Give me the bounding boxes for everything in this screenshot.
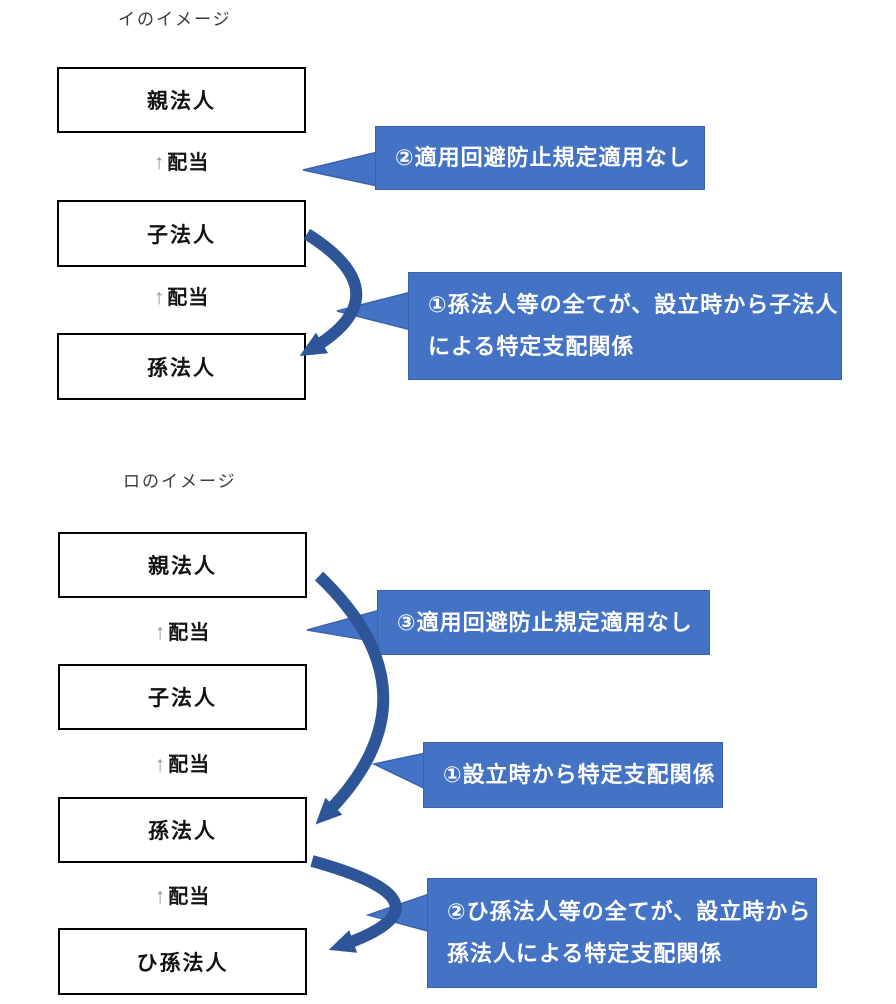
callout-tail: [371, 751, 431, 793]
dividend-label: ↑配当: [58, 880, 307, 909]
up-arrow-icon: ↑: [154, 885, 167, 908]
box-label: 親法人: [148, 555, 217, 578]
box-label: 親法人: [147, 90, 216, 113]
callout-tail: [365, 890, 436, 934]
box-grandchild-corp: 孫法人: [57, 333, 306, 400]
dividend-label: ↑配当: [58, 748, 307, 777]
dividend-label: ↑配当: [58, 616, 307, 645]
callout-control-since-founding: ①設立時から特定支配関係: [423, 742, 723, 808]
curved-arrow-parent-to-grandchild: [314, 571, 390, 825]
box-label: 孫法人: [147, 356, 216, 380]
callout-no-avoidance-rule: ③適用回避防止規定適用なし: [377, 590, 710, 655]
callout-text: ①設立時から特定支配関係: [443, 762, 716, 787]
callout-no-avoidance-rule: ②適用回避防止規定適用なし: [375, 126, 705, 190]
dividend-label: ↑配当: [57, 281, 306, 310]
box-child-corp: 子法人: [57, 200, 306, 267]
callout-tail: [336, 290, 416, 332]
box-label: 子法人: [147, 223, 216, 247]
box-label: 孫法人: [148, 820, 217, 843]
dividend-text: 配当: [167, 152, 210, 174]
callout-text: ③適用回避防止規定適用なし: [397, 609, 693, 635]
up-arrow-icon: ↑: [154, 753, 167, 776]
callout-text-line2: 孫法人による特定支配関係: [447, 941, 723, 966]
callout-text-line1: ②ひ孫法人等の全てが、設立時から: [447, 899, 812, 924]
dividend-text: 配当: [168, 886, 211, 908]
dividend-text: 配当: [168, 754, 211, 776]
dividend-text: 配当: [168, 622, 211, 644]
curved-arrow-grandchild-to-greatgrandchild: [310, 855, 402, 953]
callout-text-line1: ①孫法人等の全てが、設立時から子法人: [428, 292, 839, 317]
callout-grandchild-control: ①孫法人等の全てが、設立時から子法人 による特定支配関係: [408, 272, 842, 380]
callout-text: ②適用回避防止規定適用なし: [395, 145, 691, 170]
diagram1-title: イのイメージ: [118, 10, 232, 29]
box-parent-corp: 親法人: [57, 67, 306, 133]
dividend-text: 配当: [167, 287, 210, 309]
box-label: 子法人: [148, 687, 217, 710]
box-parent-corp: 親法人: [58, 532, 307, 598]
box-grandchild-corp: 孫法人: [58, 797, 307, 863]
box-label: ひ孫法人: [136, 951, 229, 975]
callout-tail: [306, 608, 385, 644]
callout-great-grandchild-control: ②ひ孫法人等の全てが、設立時から 孫法人による特定支配関係: [427, 878, 817, 988]
box-child-corp: 子法人: [58, 664, 307, 730]
dividend-label: ↑配当: [57, 146, 306, 175]
callout-text-line2: による特定支配関係: [428, 334, 635, 359]
diagram2-title: ロのイメージ: [123, 472, 237, 491]
callout-tail: [302, 150, 383, 188]
up-arrow-icon: ↑: [154, 621, 167, 644]
curved-arrow-child-to-grandchild: [299, 228, 363, 357]
up-arrow-icon: ↑: [153, 151, 166, 174]
box-great-grandchild-corp: ひ孫法人: [58, 928, 307, 995]
up-arrow-icon: ↑: [153, 286, 166, 309]
